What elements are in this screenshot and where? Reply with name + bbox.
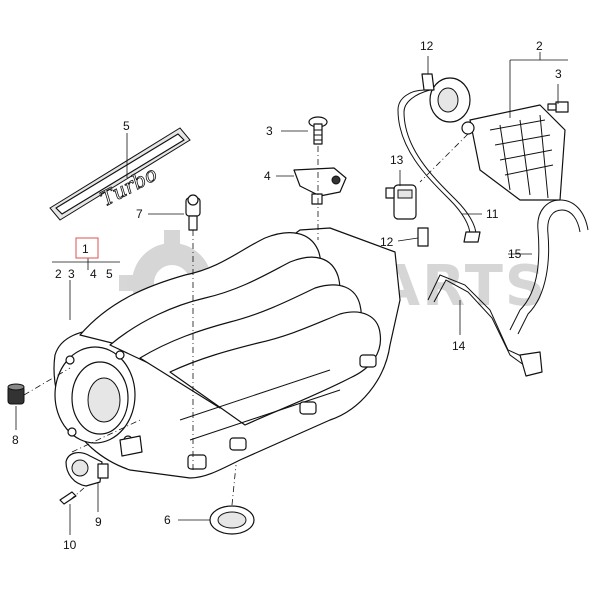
callout-labels: 1 2 3 4 5 2 3 3 4 5 6 7 8 9 10 11 12 12 … [12,39,562,552]
callout-1-sub-4[interactable]: 4 [90,267,97,281]
assembly-lines [23,133,469,506]
callout-3[interactable]: 3 [266,124,273,138]
highlight-box-part-1 [75,237,99,259]
callout-7[interactable]: 7 [136,207,143,221]
callout-4[interactable]: 4 [264,169,271,183]
callout-10[interactable]: 10 [63,538,77,552]
valve-part-9 [65,452,109,487]
callout-12-top[interactable]: 12 [420,39,434,53]
cap-part-8 [7,383,25,405]
vacuum-lines [397,73,481,243]
callout-15[interactable]: 15 [508,247,522,261]
screw-part-3 [308,116,328,145]
intake-manifold [53,227,401,479]
hose-part-15 [509,199,589,335]
turbo-emblem-plate: Turbo [49,127,191,221]
solenoid-part-13 [385,184,429,247]
callout-8[interactable]: 8 [12,433,19,447]
callout-1-sub-5[interactable]: 5 [106,267,113,281]
callout-1[interactable]: 1 [82,242,89,256]
callout-6[interactable]: 6 [164,513,171,527]
breather-pipe-part-14 [427,274,543,377]
callout-5[interactable]: 5 [123,119,130,133]
callout-2[interactable]: 2 [536,39,543,53]
leader-lines [15,52,568,535]
gasket-part-6 [209,505,255,535]
callout-12[interactable]: 12 [380,235,394,249]
callout-14[interactable]: 14 [452,339,466,353]
screw-part-3-right [547,101,569,113]
callout-9[interactable]: 9 [95,515,102,529]
bracket-part-4 [293,167,347,205]
callout-11[interactable]: 11 [486,207,499,221]
callout-1-sub-2[interactable]: 2 [55,267,62,281]
callout-3-right[interactable]: 3 [555,67,562,81]
sensor-part-7 [185,194,201,231]
actuator-bracket-part-2 [429,77,566,201]
screw-part-10 [59,491,77,505]
callout-13[interactable]: 13 [390,153,404,167]
callout-1-sub-3[interactable]: 3 [68,267,75,281]
